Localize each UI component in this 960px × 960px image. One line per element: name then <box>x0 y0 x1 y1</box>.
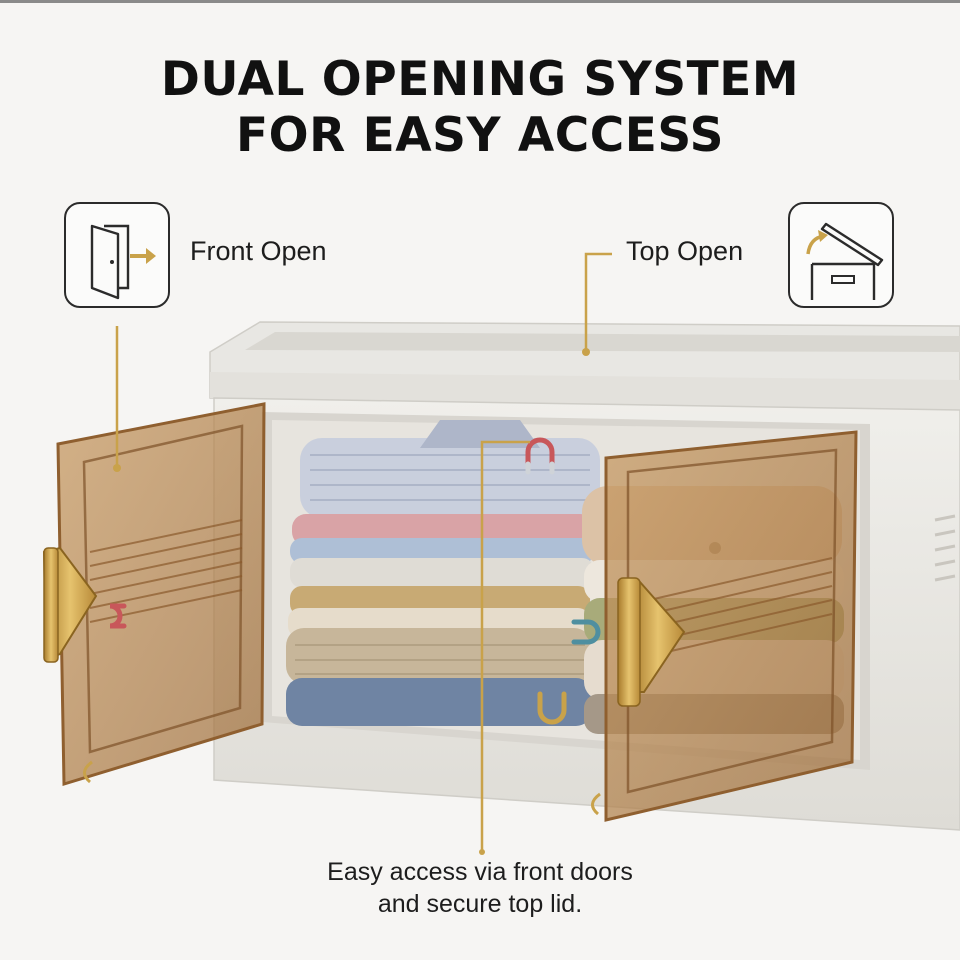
page-title: DUAL OPENING SYSTEM FOR EASY ACCESS <box>0 52 960 164</box>
right-front-door <box>604 430 858 822</box>
top-open-label: Top Open <box>626 236 744 266</box>
caption-line-2: and secure top lid. <box>377 890 583 918</box>
front-open-icon-box <box>64 202 170 308</box>
callout-lines <box>113 252 612 855</box>
page-title-line-2: FOR EASY ACCESS <box>236 108 724 163</box>
top-divider <box>0 0 960 3</box>
caption: Easy access via front doors and secure t… <box>0 856 960 920</box>
box-lid-open-icon <box>806 222 884 300</box>
folded-clothes-stack <box>286 420 600 726</box>
caption-line-1: Easy access via front doors <box>327 858 633 886</box>
left-front-door <box>42 402 266 787</box>
swing-arrows <box>83 760 601 816</box>
top-open-icon-box <box>788 202 894 308</box>
front-open-label: Front Open <box>190 236 327 266</box>
page-title-line-1: DUAL OPENING SYSTEM <box>160 52 800 107</box>
door-open-icon <box>90 224 156 300</box>
magnet-icons <box>109 437 601 725</box>
